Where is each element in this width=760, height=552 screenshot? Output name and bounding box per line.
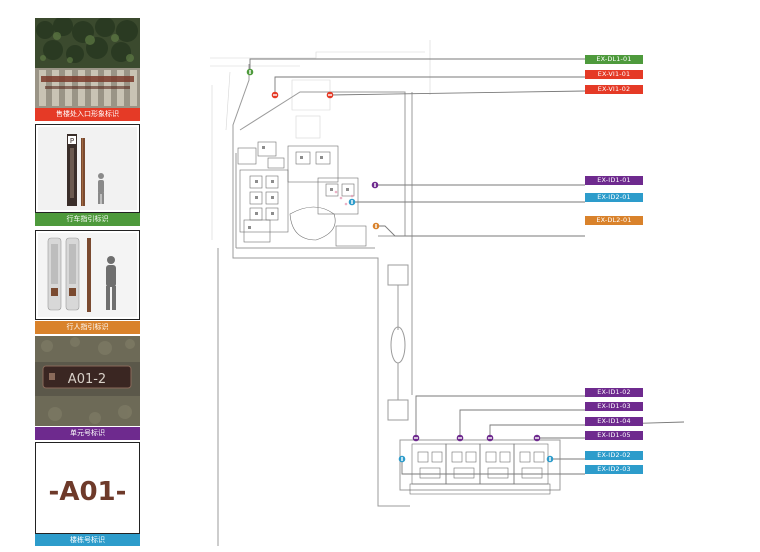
tag-ex-vi1-02: EX-VI1-02 bbox=[585, 85, 643, 94]
legend-panel-building: -A01- 楼栋号标识 bbox=[35, 442, 140, 546]
entrance-sign-photo bbox=[35, 18, 140, 108]
legend-caption-unit: 单元号标识 bbox=[35, 427, 140, 440]
tag-ex-id1-01: EX-ID1-01 bbox=[585, 176, 643, 185]
landscape-accents bbox=[334, 190, 354, 206]
leader-lines bbox=[249, 58, 685, 475]
legend-panel-unit: A01-2 单元号标识 bbox=[35, 336, 140, 440]
legend-panel-vehicle: P 行车指引标识 bbox=[35, 124, 140, 227]
tag-ex-id2-02: EX-ID2-02 bbox=[585, 451, 643, 460]
unit-plate-text: A01-2 bbox=[68, 372, 106, 387]
unit-number-sign-photo: A01-2 bbox=[35, 336, 140, 426]
plan-outline bbox=[217, 64, 561, 546]
svg-text:P: P bbox=[70, 137, 74, 145]
tag-ex-dl2-01: EX-DL2-01 bbox=[585, 216, 643, 225]
tag-ex-id1-05: EX-ID1-05 bbox=[585, 431, 643, 440]
legend-caption-entrance: 售楼处入口形象标识 bbox=[35, 108, 140, 121]
tag-ex-id2-01: EX-ID2-01 bbox=[585, 193, 643, 202]
legend-caption-building: 楼栋号标识 bbox=[35, 534, 140, 546]
legend-panel-pedestrian: 行人指引标识 bbox=[35, 230, 140, 334]
legend-caption-pedestrian: 行人指引标识 bbox=[35, 321, 140, 334]
tag-ex-dl1-01: EX-DL1-01 bbox=[585, 55, 643, 64]
residential-blocks bbox=[409, 443, 551, 495]
background-context bbox=[210, 40, 431, 240]
sales-office-cluster bbox=[237, 141, 367, 247]
tag-ex-id1-04: EX-ID1-04 bbox=[585, 417, 643, 426]
tag-ex-id2-03: EX-ID2-03 bbox=[585, 465, 643, 474]
cluster-detail bbox=[248, 146, 349, 229]
tag-ex-vi1-01: EX-VI1-01 bbox=[585, 70, 643, 79]
vehicle-guide-sign-photo: P bbox=[35, 124, 140, 213]
pedestrian-guide-sign-photo bbox=[35, 230, 140, 320]
legend-caption-vehicle: 行车指引标识 bbox=[35, 213, 140, 226]
tag-ex-id1-02: EX-ID1-02 bbox=[585, 388, 643, 397]
building-plate-text: -A01- bbox=[49, 477, 127, 507]
building-number-sign-photo: -A01- bbox=[35, 442, 140, 534]
marker-glyphs bbox=[249, 70, 551, 461]
tag-ex-id1-03: EX-ID1-03 bbox=[585, 402, 643, 411]
legend-panel-entrance: 售楼处入口形象标识 bbox=[35, 18, 140, 121]
